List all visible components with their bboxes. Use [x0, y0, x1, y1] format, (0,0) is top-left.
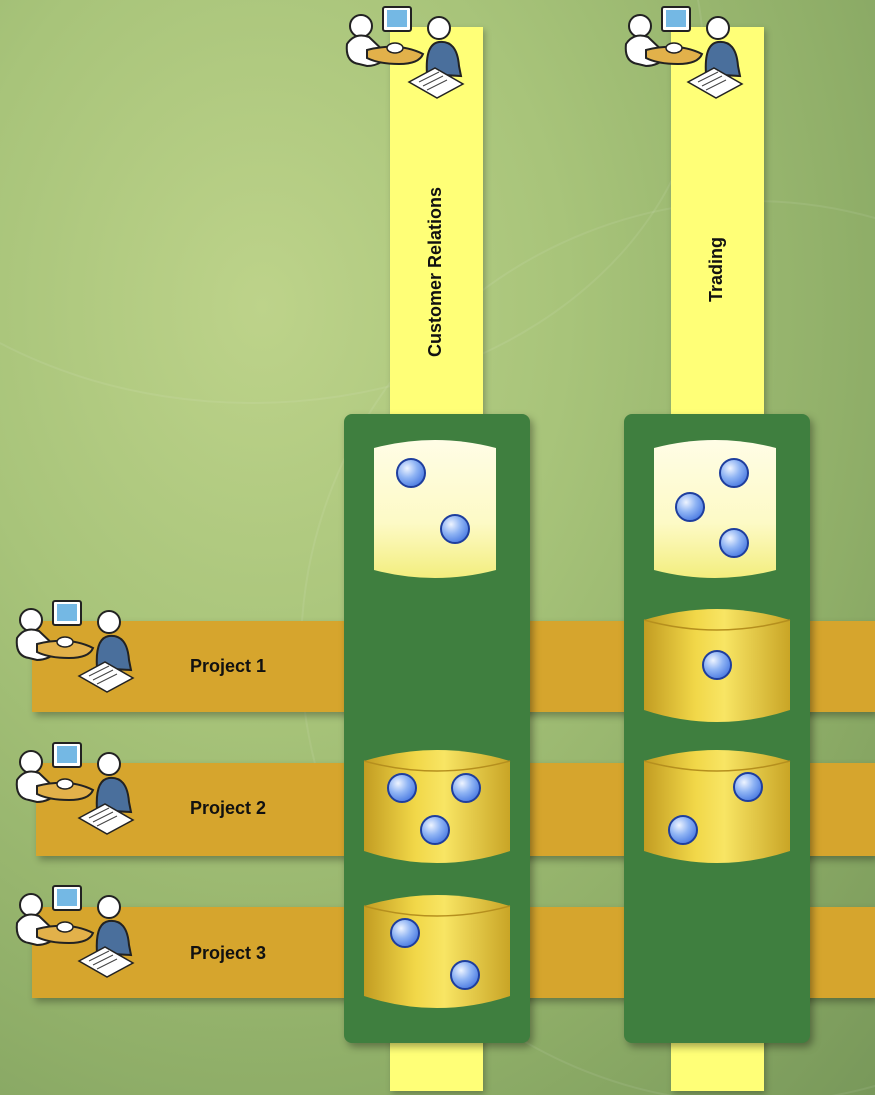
- member-dot: [390, 918, 420, 948]
- member-dot: [719, 458, 749, 488]
- people-at-computer-icon: [338, 4, 480, 104]
- member-dot: [440, 514, 470, 544]
- department-band-customer-relations-bottom: [390, 1035, 483, 1091]
- member-dot: [733, 772, 763, 802]
- member-dot: [450, 960, 480, 990]
- cylinder-customer-relations-project-3: [363, 895, 511, 1008]
- people-at-computer-icon: [8, 598, 150, 698]
- department-label-customer-relations: Customer Relations: [425, 186, 445, 357]
- member-dot: [396, 458, 426, 488]
- project-label-2: Project 2: [190, 798, 267, 818]
- people-at-computer-icon: [8, 883, 150, 983]
- people-at-computer-icon: [8, 740, 150, 840]
- department-band-trading-bottom: [671, 1035, 764, 1091]
- member-dot: [719, 528, 749, 558]
- project-label-1: Project 1: [190, 656, 267, 676]
- cylinder-trading-project-2: [643, 750, 791, 863]
- department-cylinder-trading: [654, 440, 776, 578]
- people-at-computer-icon: [617, 4, 759, 104]
- member-dot: [451, 773, 481, 803]
- member-dot: [668, 815, 698, 845]
- member-dot: [387, 773, 417, 803]
- member-dot: [675, 492, 705, 522]
- member-dot: [702, 650, 732, 680]
- cylinder-customer-relations-project-2: [363, 750, 511, 863]
- department-cylinder-customer-relations: [374, 440, 496, 578]
- project-label-3: Project 3: [190, 943, 267, 963]
- member-dot: [420, 815, 450, 845]
- department-label-trading: Trading: [706, 236, 726, 302]
